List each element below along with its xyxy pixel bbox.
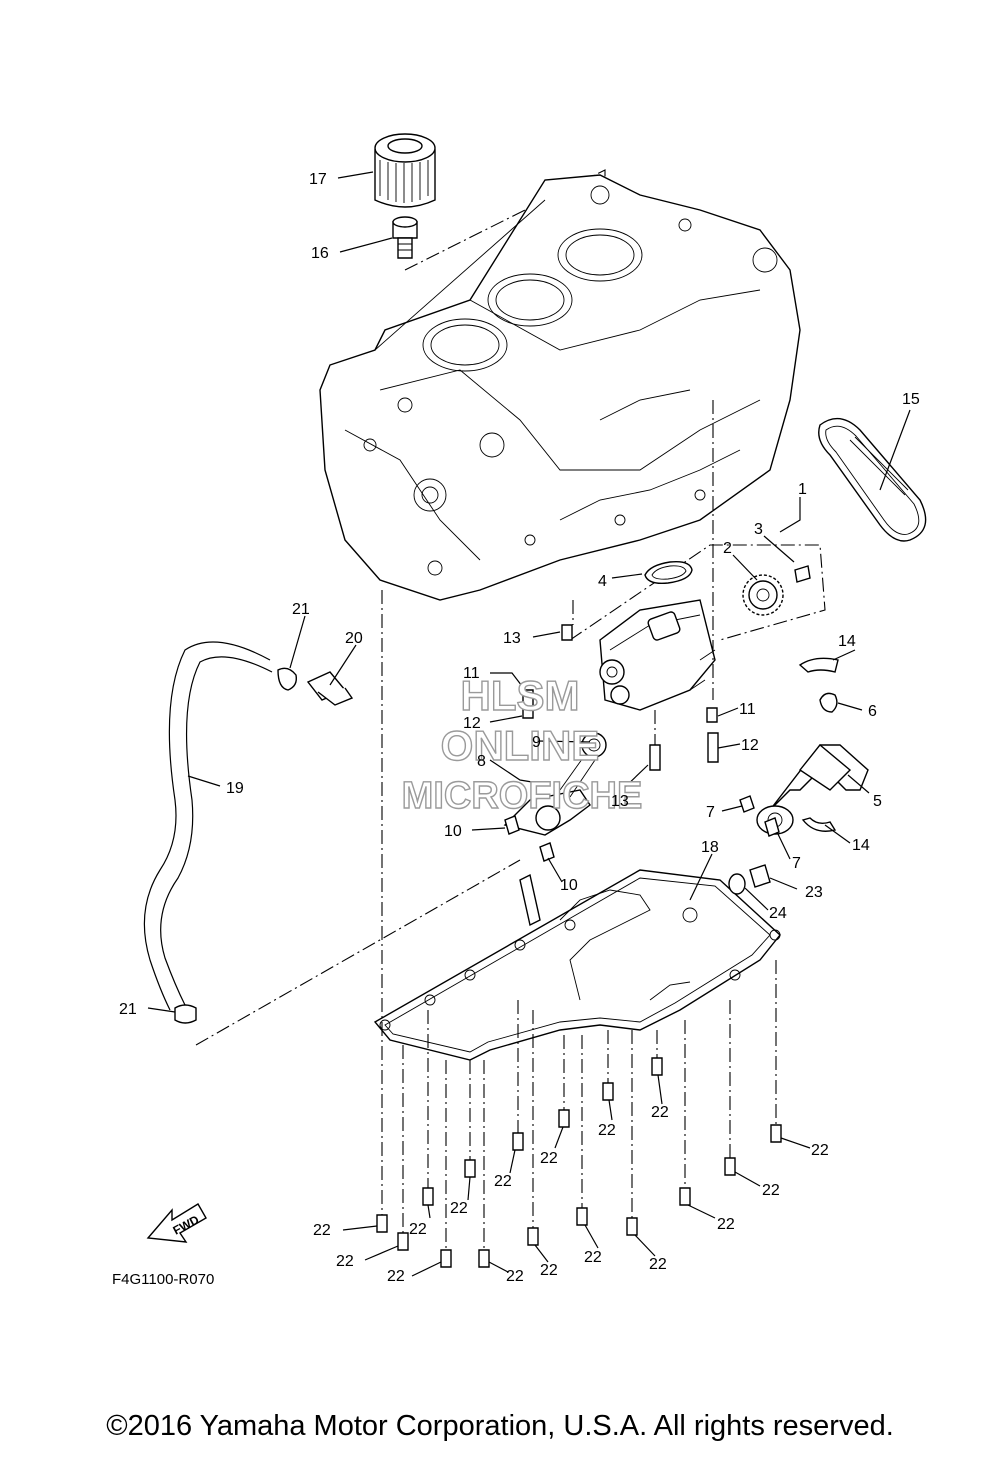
hose-clamp-lower-drawing	[174, 1004, 197, 1024]
callout-21a: 21	[292, 601, 310, 618]
callout-22-06: 22	[494, 1173, 512, 1190]
watermark-line-2: ONLINE	[441, 722, 600, 769]
callout-22-10: 22	[584, 1249, 602, 1266]
drain-bolt-drawing	[749, 864, 771, 888]
callout-9: 9	[532, 734, 541, 751]
bolt-13-lower-drawing	[649, 744, 661, 771]
oil-pan-bolts-drawing	[376, 590, 782, 1268]
callout-14b: 14	[852, 837, 870, 854]
callout-18: 18	[701, 839, 719, 856]
oil-pump-assembly-drawing	[569, 544, 826, 711]
callout-4: 4	[598, 573, 607, 590]
callout-22-03: 22	[387, 1268, 405, 1285]
callout-11a: 11	[463, 665, 480, 682]
oil-strainer-drawing	[503, 732, 607, 836]
callout-22-15: 22	[762, 1182, 780, 1199]
bolt-13-top-drawing	[561, 624, 573, 641]
o-ring-gasket-drawing	[644, 560, 693, 585]
crankcase-drawing	[319, 174, 801, 601]
callout-22-05: 22	[450, 1200, 468, 1217]
callout-15: 15	[902, 391, 920, 408]
bolt-7-upper-drawing	[739, 795, 755, 813]
callout-22-01: 22	[313, 1222, 331, 1239]
oil-pan-drawing	[373, 869, 781, 1061]
callout-22-11: 22	[598, 1122, 616, 1139]
callout-20: 20	[345, 630, 363, 647]
o-ring-6-drawing	[819, 692, 838, 713]
callout-7a: 7	[706, 804, 715, 821]
callout-3: 3	[754, 521, 763, 538]
callout-10b: 10	[560, 877, 578, 894]
callout-23: 23	[805, 884, 823, 901]
bolt-7-lower-drawing	[764, 817, 780, 837]
callout-24: 24	[769, 905, 787, 922]
callout-13a: 13	[503, 630, 521, 647]
leader-lines	[147, 171, 911, 1277]
watermark-line-3: MICROFICHE	[402, 775, 643, 817]
drain-gasket-drawing	[728, 873, 746, 895]
callout-22-13: 22	[651, 1104, 669, 1121]
callout-17: 17	[309, 171, 327, 188]
copyright-notice: ©2016 Yamaha Motor Corporation, U.S.A. A…	[106, 1410, 894, 1442]
callout-11b: 11	[739, 701, 756, 718]
callout-16: 16	[311, 245, 329, 262]
watermark-line-1: HLSM	[461, 672, 580, 719]
hose-fitting-drawing	[306, 671, 354, 706]
dowel-11-drawing	[706, 707, 718, 723]
callout-22-16: 22	[811, 1142, 829, 1159]
figure-code: F4G1100-R070	[112, 1271, 214, 1288]
callout-1: 1	[798, 481, 807, 498]
callout-22-08: 22	[540, 1150, 558, 1167]
callout-22-14: 22	[717, 1216, 735, 1233]
callout-12b: 12	[741, 737, 759, 754]
callout-14a: 14	[838, 633, 856, 650]
callout-12a: 12	[463, 715, 481, 732]
half-ring-bottom-drawing	[801, 817, 837, 832]
callout-8: 8	[477, 753, 486, 770]
callout-22-07: 22	[506, 1268, 524, 1285]
bolt-12-right-drawing	[707, 732, 719, 763]
callout-22-09: 22	[540, 1262, 558, 1279]
pump-sprocket-drawing	[742, 574, 784, 616]
callout-21b: 21	[119, 1001, 137, 1018]
watermark: HLSM ONLINE MICROFICHE	[401, 671, 643, 817]
bolt-10-upper-drawing	[504, 815, 520, 835]
oil-filter-drawing	[374, 133, 436, 208]
callout-22-12: 22	[649, 1256, 667, 1273]
callout-13b: 13	[611, 793, 629, 810]
bolt-10-lower-drawing	[539, 842, 555, 862]
callout-22-02: 22	[336, 1253, 354, 1270]
callout-2: 2	[723, 540, 732, 557]
half-ring-top-drawing	[798, 657, 839, 673]
bolt-12-left-drawing	[522, 689, 534, 719]
forward-arrow-icon: FWD	[146, 1203, 207, 1243]
bolt-3-drawing	[794, 565, 811, 583]
timing-chain-drawing	[818, 417, 927, 542]
callout-5: 5	[873, 793, 882, 810]
callout-10a: 10	[444, 823, 462, 840]
callout-7b: 7	[792, 855, 801, 872]
hose-clamp-upper-drawing	[277, 667, 298, 691]
callout-19: 19	[226, 780, 244, 797]
callout-labels: 1 2 3 4 5 6 7 7 8 9 10 10 11 11 12 12 13…	[119, 171, 920, 1285]
union-bolt-drawing	[392, 216, 418, 259]
callout-22-04: 22	[409, 1221, 427, 1238]
callout-6: 6	[868, 703, 877, 720]
oil-hose-drawing	[143, 641, 273, 1011]
